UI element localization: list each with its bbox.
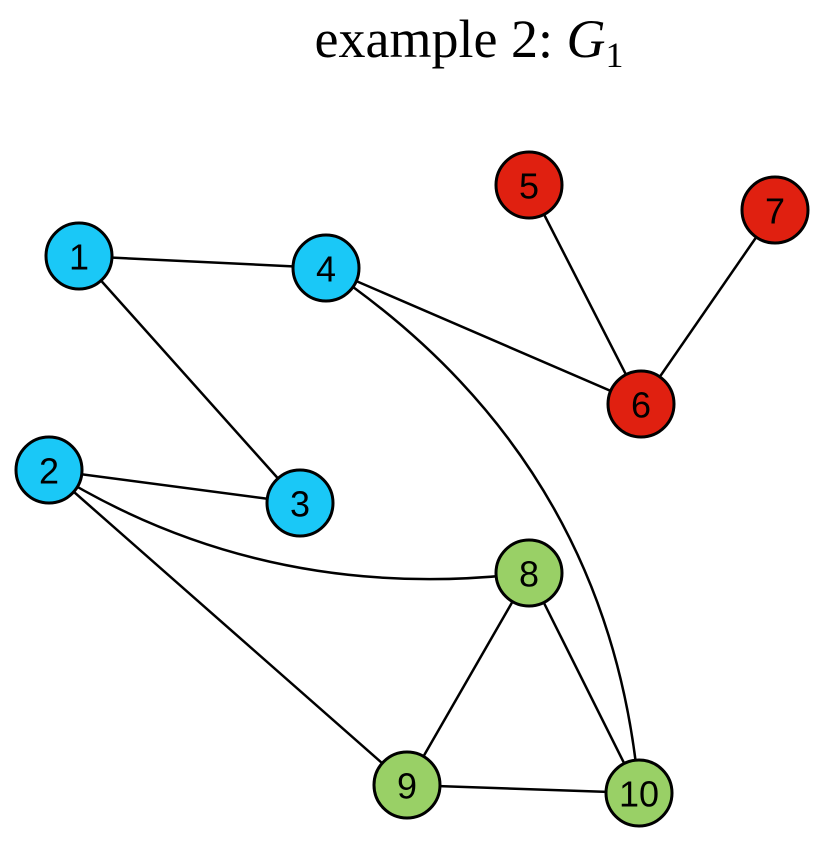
edge-2-3 (48, 468, 301, 505)
edge-4-6 (325, 266, 642, 406)
diagram-title: example 2: G1 (0, 8, 832, 76)
node-1: 1 (44, 221, 114, 291)
node-6: 6 (606, 369, 676, 439)
edge-4-10 (325, 266, 641, 794)
node-5: 5 (494, 150, 564, 220)
node-3-label: 3 (290, 484, 310, 525)
node-9: 9 (372, 750, 442, 820)
node-7-circle (740, 175, 810, 245)
node-9-circle (372, 750, 442, 820)
nodes-layer: 1 2 3 4 5 6 7 8 9 10 (14, 150, 810, 828)
node-10-label: 10 (619, 774, 659, 815)
edge-2-9 (48, 469, 408, 786)
node-2-label: 2 (39, 451, 59, 492)
title-subscript: 1 (605, 35, 624, 75)
node-3: 3 (265, 468, 335, 538)
node-1-label: 1 (69, 237, 89, 278)
node-8-label: 8 (519, 554, 539, 595)
node-9-label: 9 (397, 766, 417, 807)
node-10: 10 (604, 758, 674, 828)
node-5-label: 5 (519, 166, 539, 207)
edge-5-6 (527, 184, 643, 405)
title-prefix: example 2: (314, 9, 567, 69)
node-2: 2 (14, 435, 84, 505)
node-4-label: 4 (316, 249, 336, 290)
node-4-circle (291, 233, 361, 303)
node-7: 7 (740, 175, 810, 245)
node-2-circle (14, 435, 84, 505)
edge-7-6 (639, 209, 777, 405)
edges-layer (48, 184, 777, 795)
node-6-label: 6 (631, 385, 651, 426)
node-10-circle (604, 758, 674, 828)
node-8-circle (494, 538, 564, 608)
node-8: 8 (494, 538, 564, 608)
node-4: 4 (291, 233, 361, 303)
edge-1-4 (78, 254, 327, 270)
edge-8-9 (405, 572, 531, 786)
edge-8-10 (527, 572, 641, 794)
edge-9-10 (406, 783, 640, 795)
edge-1-3 (78, 255, 301, 504)
node-7-label: 7 (765, 191, 785, 232)
edge-2-8 (48, 468, 530, 581)
node-3-circle (265, 468, 335, 538)
node-1-circle (44, 221, 114, 291)
node-6-circle (606, 369, 676, 439)
title-symbol: G (566, 9, 606, 69)
node-5-circle (494, 150, 564, 220)
